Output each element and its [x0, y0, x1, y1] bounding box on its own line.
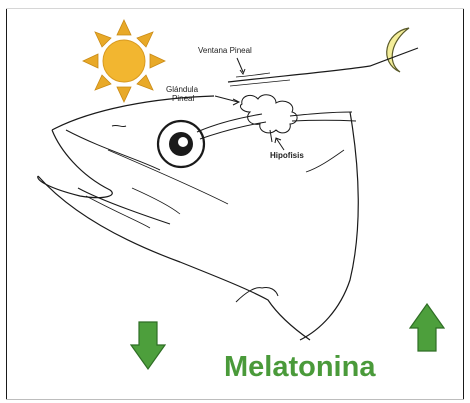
sun-icon [83, 20, 165, 102]
crescent-moon-icon [387, 28, 409, 72]
pituitary-label: Hipofisis [270, 151, 304, 160]
pineal-gland-label-line2: Pineal [172, 94, 194, 103]
arrow-up-icon [409, 303, 445, 353]
arrow-down-icon [130, 321, 166, 371]
melatonin-label: Melatonina [224, 351, 375, 383]
pineal-window-label: Ventana Pineal [198, 46, 252, 55]
pineal-gland-label-line1: Glándula [166, 85, 198, 94]
brain-outline [240, 95, 297, 133]
